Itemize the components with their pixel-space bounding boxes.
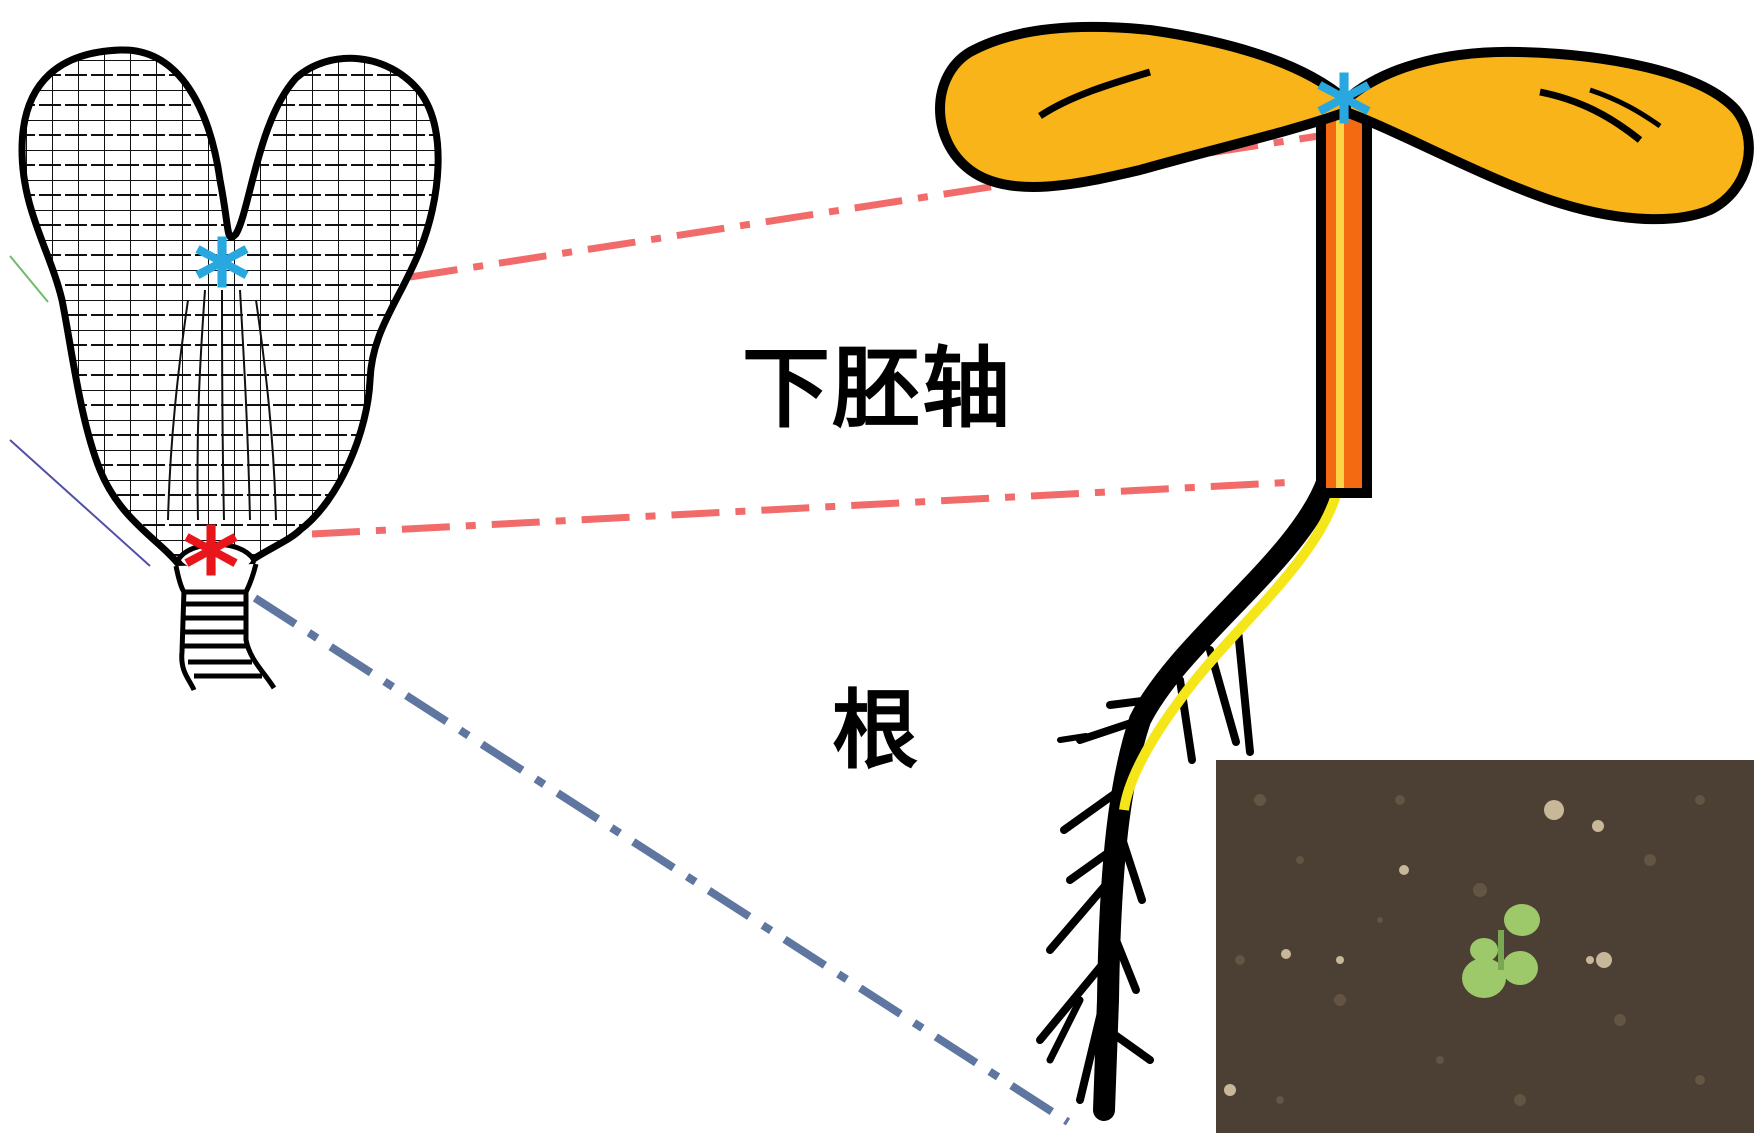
soil-photo — [1216, 760, 1754, 1133]
lower-guide-line — [312, 482, 1296, 534]
embryo-root-marker: * — [182, 504, 240, 632]
seedling-shoot-marker: * — [1315, 52, 1373, 180]
faint-guide-green — [10, 256, 48, 302]
hypocotyl-label: 下胚轴 — [742, 318, 1012, 445]
right-cotyledon — [1346, 52, 1749, 219]
left-cotyledon — [940, 27, 1346, 187]
root-guide-line — [255, 598, 1068, 1122]
embryo-shoot-marker: * — [193, 216, 251, 344]
root-label: 根 — [832, 660, 918, 785]
